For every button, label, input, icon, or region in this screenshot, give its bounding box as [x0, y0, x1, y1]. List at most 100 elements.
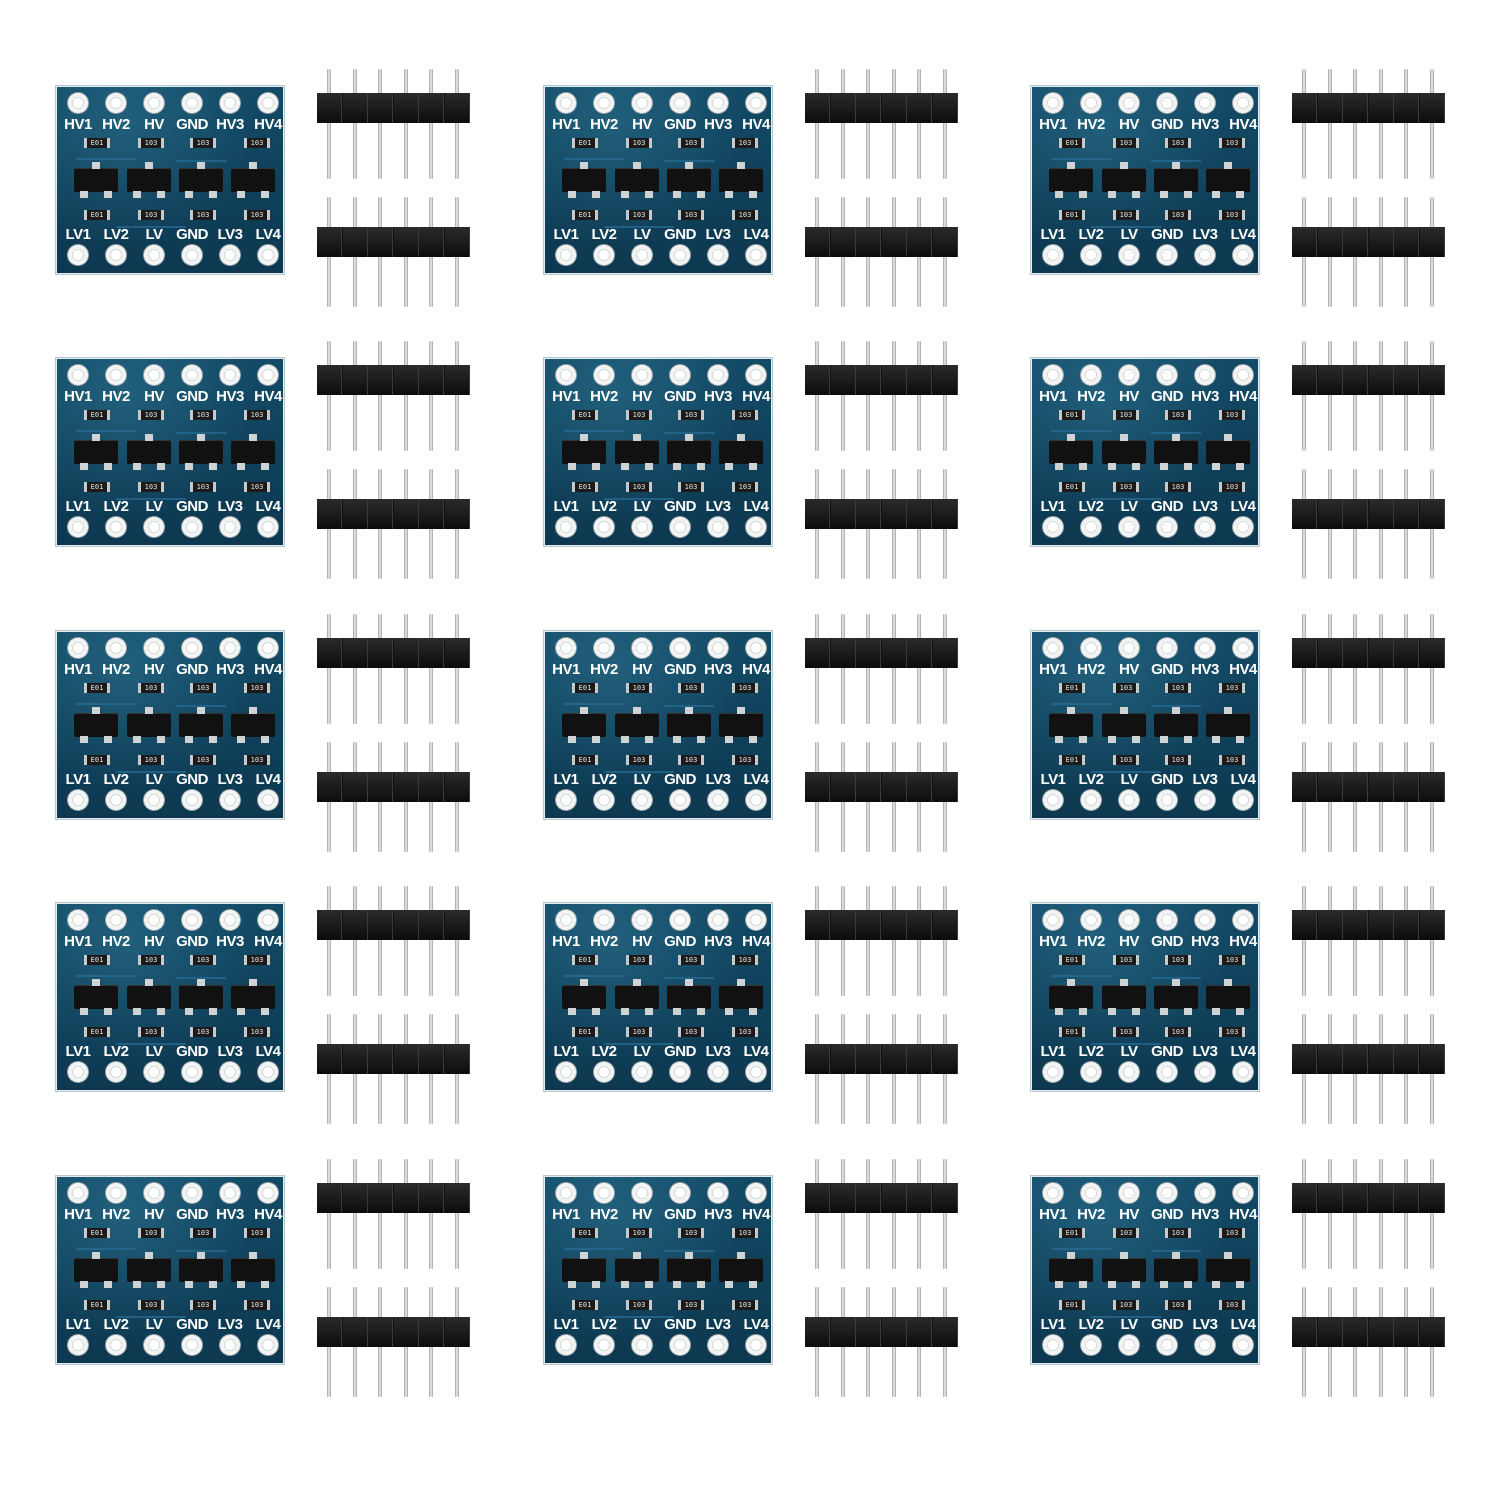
solder-pad	[555, 244, 577, 266]
smd-resistor: E01	[84, 410, 110, 420]
header-pin	[917, 341, 921, 451]
mosfet-chip	[615, 1252, 659, 1288]
mosfet-chip	[719, 1252, 763, 1288]
solder-pad	[631, 1182, 653, 1204]
solder-pad	[1118, 1182, 1140, 1204]
pin-header	[315, 1010, 475, 1130]
pcb-trace	[1091, 1316, 1161, 1318]
smd-resistor: 103	[244, 955, 270, 965]
pcb-trace	[1091, 771, 1161, 773]
mosfet-chip	[719, 434, 763, 470]
smd-resistor: E01	[84, 683, 110, 693]
smd-resistor: 103	[1113, 955, 1139, 965]
smd-resistor: E01	[572, 1228, 598, 1238]
smd-resistor: E01	[84, 482, 110, 492]
pin-label: LV1	[553, 771, 579, 788]
pin-label: LV1	[1040, 498, 1066, 515]
header-pin	[815, 1159, 819, 1269]
pcb-trace	[1051, 158, 1111, 160]
solder-pad	[745, 364, 767, 386]
smd-resistor: 103	[626, 955, 652, 965]
pin-label: LV4	[255, 226, 281, 243]
pin-label: HV	[144, 933, 164, 950]
solder-pad	[1194, 1182, 1216, 1204]
header-pin	[1302, 1159, 1306, 1269]
pin-label: LV2	[1078, 1316, 1104, 1333]
mosfet-chip	[179, 979, 223, 1015]
header-pin	[1429, 1159, 1434, 1269]
smd-resistor: E01	[84, 138, 110, 148]
solder-pad	[257, 1182, 279, 1204]
header-pin	[866, 614, 870, 724]
pcb-trace	[664, 432, 714, 434]
header-pin	[1378, 614, 1383, 724]
pin-label: HV3	[1191, 661, 1219, 678]
smd-resistor: 103	[190, 1228, 216, 1238]
pin-header	[1290, 337, 1450, 457]
pcb-trace	[564, 430, 624, 432]
header-pin	[454, 341, 459, 451]
pin-header	[315, 65, 475, 185]
header-housing	[805, 227, 958, 257]
pcb-trace	[76, 158, 136, 160]
smd-resistor: 103	[138, 755, 164, 765]
header-pin	[1404, 614, 1408, 724]
pin-label: LV	[1120, 226, 1138, 243]
header-pin	[1353, 1159, 1357, 1269]
pin-label: LV1	[1040, 226, 1066, 243]
header-pin	[891, 69, 896, 179]
smd-resistor: 103	[244, 683, 270, 693]
pin-label: HV3	[216, 388, 244, 405]
solder-pad	[143, 1334, 165, 1356]
smd-resistor: 103	[244, 1027, 270, 1037]
header-pin	[1429, 886, 1434, 996]
pin-label: LV3	[1192, 226, 1218, 243]
header-housing	[805, 772, 958, 802]
pin-label: GND	[664, 498, 696, 515]
header-housing	[317, 1044, 470, 1074]
header-pin	[454, 69, 459, 179]
pin-label: LV4	[743, 226, 769, 243]
smd-resistor: 103	[1113, 1228, 1139, 1238]
smd-resistor: 103	[1219, 138, 1245, 148]
solder-pad	[593, 92, 615, 114]
header-housing	[317, 638, 470, 668]
smd-resistor: E01	[1059, 683, 1085, 693]
top-pad-row	[56, 637, 286, 661]
mosfet-row	[1031, 1252, 1261, 1288]
solder-pad	[1042, 364, 1064, 386]
smd-resistor: 103	[190, 955, 216, 965]
bottom-pad-row	[56, 789, 286, 813]
bottom-pad-row	[1031, 244, 1261, 268]
smd-resistor: 103	[1219, 410, 1245, 420]
header-pin	[866, 69, 870, 179]
header-pin	[1378, 1159, 1383, 1269]
smd-resistor: 103	[1165, 138, 1191, 148]
solder-pad	[555, 909, 577, 931]
solder-pad	[257, 364, 279, 386]
solder-pad	[1042, 1061, 1064, 1083]
solder-pad	[105, 1061, 127, 1083]
pin-label: LV1	[553, 1043, 579, 1060]
pin-label: HV	[144, 661, 164, 678]
pin-header	[803, 1010, 963, 1130]
header-pin	[378, 341, 382, 451]
header-pin	[378, 614, 382, 724]
solder-pad	[143, 637, 165, 659]
pin-label: GND	[664, 1316, 696, 1333]
pcb-trace	[1151, 1250, 1201, 1252]
pin-label: LV	[145, 1316, 163, 1333]
pin-label: GND	[176, 933, 208, 950]
header-pin	[942, 886, 947, 996]
solder-pad	[631, 364, 653, 386]
